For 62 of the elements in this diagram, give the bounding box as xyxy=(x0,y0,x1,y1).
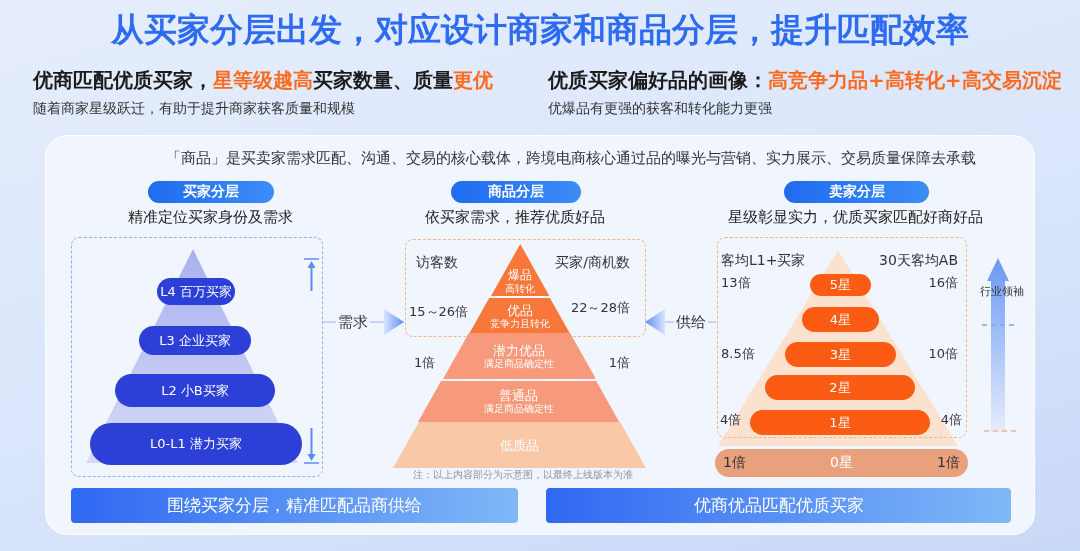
section-heading: 优质买家偏好品的画像：高竞争力品+高转化+高交易沉淀 xyxy=(548,68,1062,93)
buyer-tier-bar: L2 小B买家 xyxy=(115,374,275,407)
star-level-text: 0星 xyxy=(830,454,853,472)
summary-banner: 围绕买家分层，精准匹配品商供给 xyxy=(71,488,518,523)
tier-note: 满足商品确定性 xyxy=(484,403,554,415)
section-heading: 优商匹配优质买家，星等级越高买家数量、质量更优 xyxy=(33,68,493,93)
buyer-tier-bar: L0-L1 潜力买家 xyxy=(90,423,302,465)
edge-label: 需求 xyxy=(336,312,370,332)
star-tier-bar xyxy=(715,449,968,477)
multiplier-label: 16倍 xyxy=(928,275,958,292)
multiplier-label: 1倍 xyxy=(937,454,960,472)
intro-sentence: 「商品」是买卖家需求匹配、沟通、交易的核心载体，跨境电商核心通过品的曝光与营销、实力展示、交易质量保障去承载 xyxy=(166,149,976,167)
star-tier-bar: 3星 xyxy=(785,342,896,367)
multiplier-label: 15～26倍 xyxy=(409,303,469,320)
section-subtitle: 依买家需求，推荐优质好品 xyxy=(425,208,605,227)
pyramid-tier xyxy=(490,244,550,296)
multiplier-label: 1倍 xyxy=(414,354,436,371)
multiplier-label: 1倍 xyxy=(608,354,630,371)
tier-note: 竞争力且转化 xyxy=(490,317,550,330)
tier-note: 高转化 xyxy=(505,283,535,295)
star-tier-bar: 4星 xyxy=(802,307,879,332)
multiplier-label: 4倍 xyxy=(720,411,742,428)
multiplier-label: 4倍 xyxy=(940,411,962,428)
dashed-frame xyxy=(71,237,323,477)
footnote: 注：以上内容部分为示意图，以最终上线版本为准 xyxy=(413,469,633,482)
edge-label: 供给 xyxy=(673,312,708,332)
tier-name: 低质品 xyxy=(499,437,539,453)
tier-note: 满足商品确定性 xyxy=(484,357,554,370)
tier-name: 潜力优品 xyxy=(493,342,545,358)
multiplier-label: 22～28倍 xyxy=(570,299,630,316)
column-header: 30天客均AB xyxy=(879,252,958,270)
multiplier-label: 10倍 xyxy=(928,345,958,362)
multiplier-label: 8.5倍 xyxy=(721,345,755,362)
tier-label: 行业领袖 xyxy=(980,285,1024,299)
description-text: 随着商家星级跃迁，有助于提升商家获客质量和规模 xyxy=(33,100,355,118)
buyer-tier-bar: L4 百万买家 xyxy=(157,278,235,305)
column-header: 客均L1+买家 xyxy=(721,252,806,270)
pyramid-tier xyxy=(418,381,620,422)
dashed-frame xyxy=(717,237,967,438)
content-card xyxy=(45,135,1035,535)
section-subtitle: 精准定位买家身份及需求 xyxy=(127,208,293,227)
description-text: 优爆品有更强的获客和转化能力更强 xyxy=(548,100,772,118)
multiplier-label: 1倍 xyxy=(723,454,746,472)
star-tier-bar: 1星 xyxy=(750,410,930,435)
star-tier-bar: 5星 xyxy=(810,274,871,296)
section-subtitle: 星级彰显实力，优质买家匹配好商好品 xyxy=(727,208,983,227)
section-title-tag: 商品分层 xyxy=(451,181,581,203)
pyramid-tier xyxy=(392,422,646,468)
buyer-tier-bar: L3 企业买家 xyxy=(139,326,251,355)
summary-banner: 优商优品匹配优质买家 xyxy=(546,488,1011,523)
page-title: 从买家分层出发，对应设计商家和商品分层，提升匹配效率 xyxy=(109,9,970,51)
section-title-tag: 买家分层 xyxy=(148,181,274,203)
section-title-tag: 卖家分层 xyxy=(784,181,929,203)
column-header: 买家/商机数 xyxy=(555,254,630,272)
column-header: 访客数 xyxy=(416,254,458,272)
tier-name: 普通品 xyxy=(499,388,539,403)
pyramid-tier xyxy=(469,298,571,334)
multiplier-label: 13倍 xyxy=(721,275,751,292)
tier-name: 爆品 xyxy=(508,268,532,283)
tier-name: 优品 xyxy=(507,302,533,318)
star-tier-bar: 2星 xyxy=(765,375,915,400)
pyramid-tier xyxy=(442,333,596,379)
